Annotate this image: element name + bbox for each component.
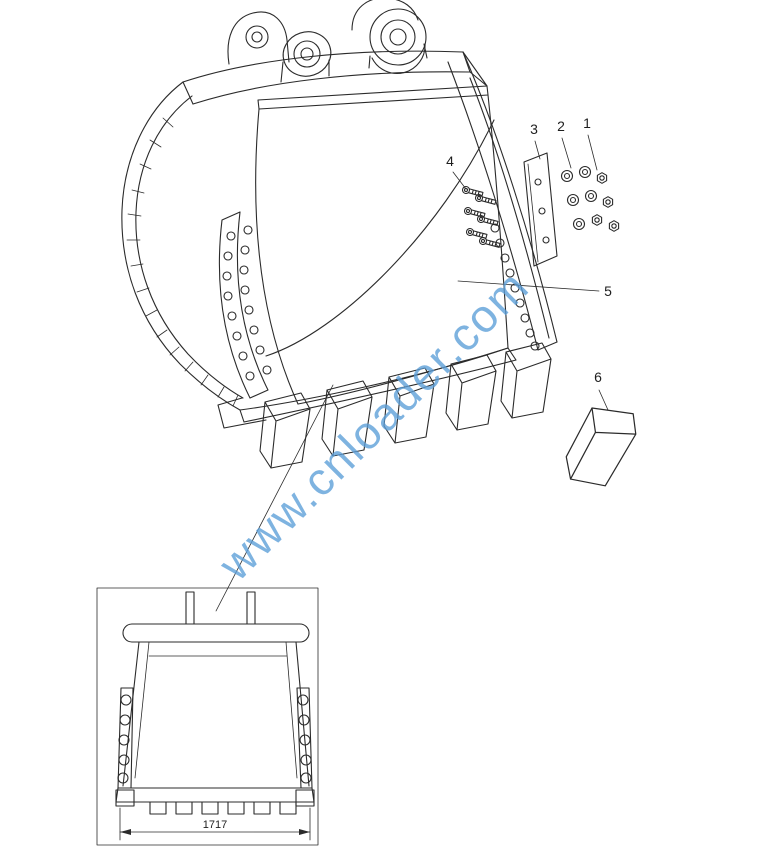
detail-front-view: 1717: [96, 587, 319, 846]
leader-lines: [215, 134, 609, 612]
dimension-annotation: [119, 807, 311, 841]
callout-5: 5: [604, 283, 612, 299]
spare-tooth-part6: [558, 395, 644, 497]
callout-6: 6: [594, 369, 602, 385]
bucket-tooth: [500, 342, 552, 419]
strip-plate-part3: [523, 152, 558, 267]
callout-1: 1: [583, 115, 591, 131]
hinge-boss-assembly: [227, 0, 428, 83]
left-wear-strip: [217, 211, 272, 429]
callout-labels: 1 2 3 4 5 6: [446, 115, 612, 385]
washers-part2: [560, 165, 598, 231]
top-beam: [182, 50, 488, 105]
callout-3: 3: [530, 121, 538, 137]
dimension-value: 1717: [203, 819, 227, 831]
bucket-back-shell: [121, 81, 244, 411]
bucket-isometric-view: [121, 0, 644, 612]
nuts-part1: [591, 172, 620, 232]
callout-2: 2: [557, 118, 565, 134]
bolts-part4: [461, 185, 501, 250]
detail-bucket-front: [115, 591, 315, 815]
bucket-tooth: [259, 392, 311, 469]
side-plate-part5: [447, 51, 558, 351]
detail-view-border: [96, 587, 319, 846]
watermark-text: www.cnloader.com: [208, 259, 539, 590]
callout-4: 4: [446, 153, 454, 169]
bucket-opening: [239, 85, 517, 423]
